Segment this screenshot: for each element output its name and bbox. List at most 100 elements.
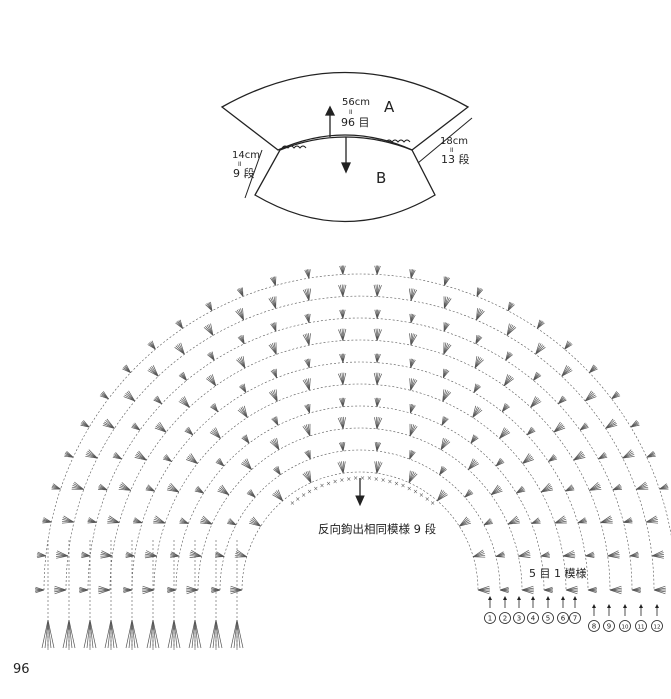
shell-stitch (589, 482, 602, 491)
shell-stitch (408, 288, 418, 301)
shell-stitch (207, 351, 215, 361)
shell-stitch (71, 481, 84, 490)
shell-stitch (269, 437, 280, 450)
row-marker: 5 (542, 596, 554, 624)
shell-stitch (270, 276, 277, 286)
shell-stitch (272, 489, 284, 502)
shell-stitch (585, 551, 595, 558)
shell-stitch (271, 416, 279, 426)
shell-stitch (217, 484, 230, 496)
shell-stitch (631, 586, 641, 594)
foundation-stitch: × (339, 477, 344, 484)
shell-stitch (373, 328, 382, 341)
fringe-column (209, 540, 223, 650)
schematic-labels: 56cm II 96 目 A B 14cm II 9 段 18cm II 13 … (232, 97, 470, 187)
shell-stitch (235, 308, 244, 321)
shell-stitch (623, 517, 633, 524)
fringe-column (230, 540, 244, 650)
shell-stitch (374, 416, 383, 430)
chart-row (35, 265, 671, 594)
foundation-stitch: × (313, 486, 318, 493)
shell-stitch (339, 397, 346, 407)
shell-stitch (241, 434, 250, 444)
shell-stitch (577, 517, 587, 524)
shell-stitch (409, 333, 418, 346)
row-number: 4 (531, 615, 536, 623)
foundation-stitch: × (413, 489, 418, 496)
shell-stitch (536, 319, 545, 329)
shell-stitch (153, 395, 163, 405)
shell-stitch (54, 585, 67, 595)
shell-stitch (490, 484, 503, 496)
foundation-stitch: × (387, 479, 392, 486)
shell-stitch (526, 426, 536, 436)
shell-stitch (554, 515, 567, 524)
shell-stitch (270, 368, 278, 379)
shell-stitch (302, 288, 312, 301)
left-rows: 9 段 (233, 166, 255, 180)
shell-stitch (507, 515, 520, 525)
shell-stitch (61, 515, 75, 524)
row-marker: 3 (513, 596, 525, 624)
shell-stitch (55, 550, 69, 559)
shell-stitch (178, 396, 190, 408)
shell-stitch (565, 585, 578, 595)
shell-stitch (472, 549, 486, 558)
foundation-stitch: × (326, 480, 331, 487)
foundation-chain: ××××××××××××××××××××××× (290, 475, 435, 507)
shell-stitch (268, 389, 278, 402)
shell-stitch (646, 450, 656, 458)
shell-stitch (540, 482, 554, 493)
shell-stitch (409, 378, 418, 391)
shell-stitch (442, 368, 450, 379)
shell-stitch (36, 551, 47, 559)
shell-stitch (273, 465, 281, 476)
shell-stitch (409, 450, 416, 460)
shell-stitch (178, 371, 187, 381)
shell-stitch (645, 515, 659, 524)
shell-stitch (611, 391, 621, 400)
shell-stitch (374, 397, 381, 407)
shell-stitch (211, 586, 221, 594)
fringe-column (146, 540, 160, 650)
row-marker: 1 (484, 596, 496, 624)
junction-scallops-left (281, 145, 307, 149)
shell-stitch (374, 265, 381, 275)
shell-stitch (186, 585, 199, 595)
row-marker: 7 (569, 596, 581, 624)
shell-stitch (189, 549, 202, 558)
shell-stitch (473, 383, 481, 393)
right-equals: II (450, 147, 454, 154)
junction-scallops-right (385, 139, 411, 143)
shell-stitch (304, 403, 311, 414)
foundation-stitch: × (333, 479, 338, 486)
shell-stitch (200, 515, 213, 525)
shell-stitch (144, 550, 157, 559)
shell-stitch (209, 427, 221, 439)
shell-stitch (302, 470, 312, 483)
shell-stitch (35, 586, 45, 594)
row-number: 2 (503, 615, 507, 623)
fringe-column (188, 540, 202, 650)
shell-stitch (79, 586, 89, 594)
row-marker: 8 (588, 604, 600, 632)
shell-stitch (170, 551, 180, 558)
shell-stitch (134, 450, 147, 461)
shell-stitch (409, 423, 418, 437)
shell-stitch (236, 287, 244, 297)
shell-stitch (304, 358, 311, 368)
shell-stitch (535, 342, 546, 355)
foundation-stitch: × (301, 492, 306, 499)
shell-stitch (522, 453, 535, 464)
shell-stitch (338, 284, 347, 297)
foundation-stitch: × (320, 483, 325, 490)
shell-stitch (304, 450, 311, 460)
shell-stitch (123, 390, 136, 402)
shell-stitch (651, 550, 665, 559)
foundation-stitch: × (381, 477, 386, 484)
shell-stitch (563, 550, 576, 559)
shell-stitch (339, 265, 346, 275)
shell-stitch (436, 489, 448, 502)
shell-stitch (125, 551, 135, 558)
